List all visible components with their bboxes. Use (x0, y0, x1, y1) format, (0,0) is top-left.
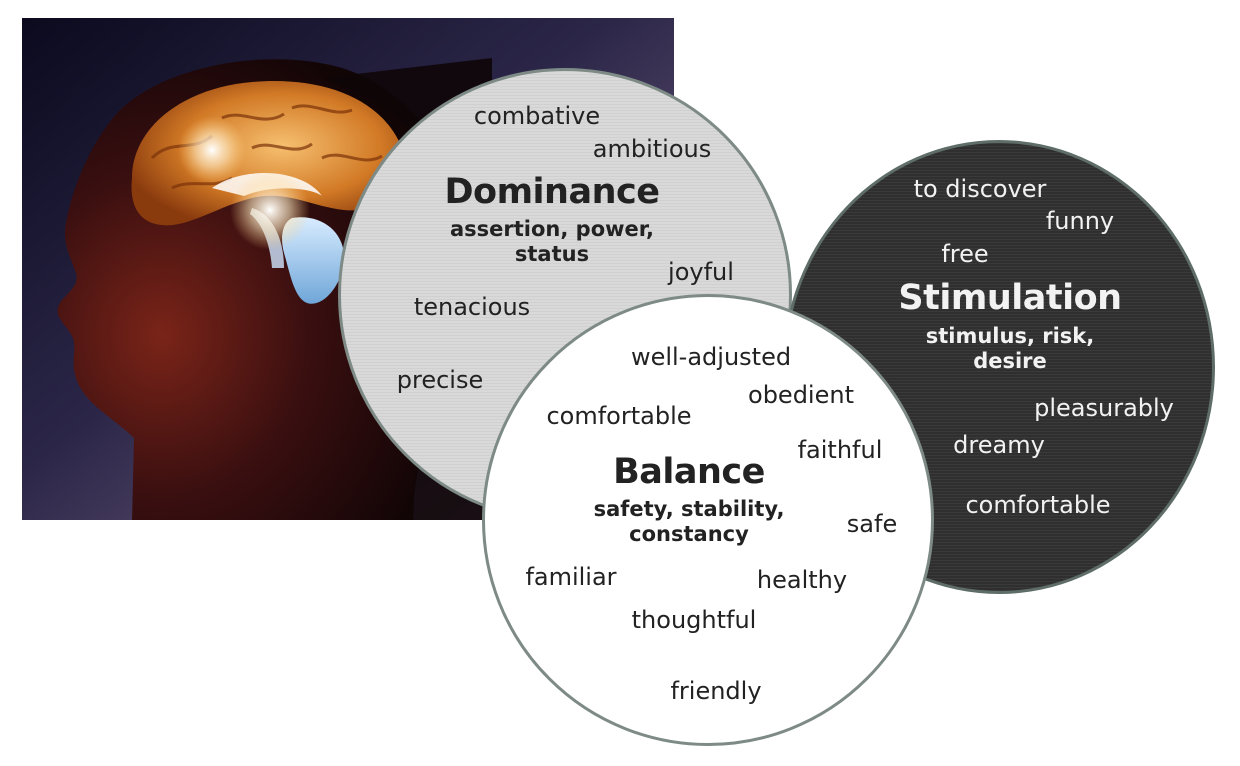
dominance-subtitle-line: assertion, power, (449, 217, 655, 241)
balance-title: Balance (613, 452, 765, 492)
stimulation-word: free (941, 240, 989, 268)
dominance-title: Dominance (444, 172, 660, 212)
stimulation-word: comfortable (965, 491, 1111, 519)
stimulation-word: dreamy (953, 431, 1045, 459)
stimulation-word: funny (1045, 207, 1115, 235)
dominance-word: precise (396, 366, 484, 394)
balance-word: well-adjusted (630, 343, 792, 371)
stimulation-word: to discover (913, 175, 1047, 203)
balance-word: comfortable (546, 402, 692, 430)
balance-word: friendly (670, 677, 762, 705)
dominance-word: combative (473, 102, 601, 130)
dominance-word: joyful (668, 258, 734, 286)
stimulation-subtitle-line: desire (973, 349, 1047, 374)
dominance-word: ambitious (592, 135, 712, 163)
balance-word: healthy (756, 566, 848, 594)
dominance-subtitle-line: status (514, 242, 590, 267)
balance-subtitle-line: safety, stability, (593, 497, 785, 521)
balance-word: thoughtful (631, 606, 757, 634)
balance-word: safe (846, 510, 898, 538)
stimulation-word: pleasurably (1034, 394, 1174, 422)
balance-word: obedient (748, 381, 854, 409)
dominance-word: tenacious (413, 293, 531, 321)
dominance-subtitle: assertion, power, status (450, 217, 654, 267)
balance-subtitle: safety, stability, constancy (594, 497, 785, 547)
stimulation-subtitle-line: stimulus, risk, (925, 324, 1095, 348)
stimulation-title: Stimulation (898, 278, 1122, 318)
balance-word: faithful (797, 436, 883, 464)
stimulation-subtitle: stimulus, risk, desire (926, 324, 1095, 374)
balance-subtitle-line: constancy (629, 522, 749, 547)
balance-circle: well-adjusted obedient comfortable faith… (482, 294, 934, 746)
balance-word: familiar (525, 563, 617, 591)
